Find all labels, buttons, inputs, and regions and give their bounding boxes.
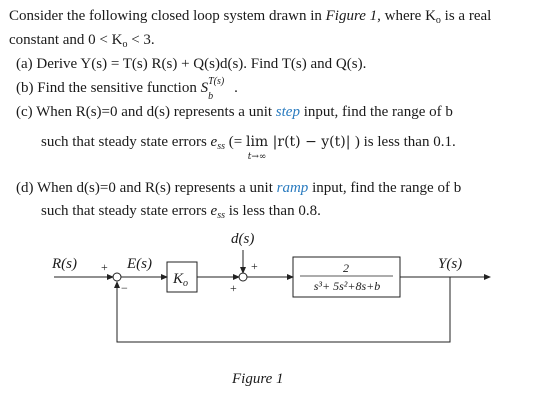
intro-constraint-end: < 3. — [127, 32, 155, 48]
output-label: Y(s) — [438, 256, 462, 272]
question-d: (d) When d(s)=0 and R(s) represents a un… — [16, 179, 461, 197]
feedback-arrowhead — [114, 281, 120, 288]
gain-symbol: Ko — [172, 271, 188, 289]
question-b-text: Find the sensitive function — [37, 80, 201, 96]
sensitivity-symbol: S — [200, 80, 209, 96]
input-label: R(s) — [51, 256, 77, 272]
question-d-end: is less than 0.8. — [225, 203, 321, 219]
intro-text-cont: , where K — [377, 8, 436, 24]
question-a-text: Derive Y(s) = T(s) R(s) + Q(s)d(s). Find… — [36, 56, 367, 72]
summing-junction-2 — [238, 272, 248, 282]
question-c-label: (c) — [16, 104, 33, 120]
intro-line-2: constant and 0 < Ko < 3. — [9, 31, 155, 54]
figure-caption: Figure 1 — [231, 371, 284, 387]
question-d-line2-text: such that steady state errors — [41, 203, 211, 219]
intro-text-tail: is a real — [440, 8, 492, 24]
question-a: (a) Derive Y(s) = T(s) R(s) + Q(s)d(s). … — [16, 55, 366, 73]
step-link[interactable]: step — [275, 104, 300, 120]
question-b-end: . — [234, 80, 238, 96]
question-c-line2-text: such that steady state errors — [41, 134, 211, 150]
limit-operator: lim t→∞ — [245, 133, 269, 162]
ess-subscript: ss — [217, 141, 225, 152]
ramp-link[interactable]: ramp — [276, 180, 309, 196]
question-c-line-2: such that steady state errors ess (= lim… — [41, 133, 456, 162]
k-subscript: o — [435, 15, 441, 26]
question-d-label: (d) — [16, 180, 34, 196]
disturbance-label: d(s) — [231, 231, 254, 247]
error-label: E(s) — [126, 256, 152, 272]
question-c: (c) When R(s)=0 and d(s) represents a un… — [16, 103, 453, 121]
lim-subscript: t→∞ — [247, 152, 267, 162]
question-c-text: When R(s)=0 and d(s) represents a unit — [36, 104, 276, 120]
sum2-plus-top: + — [251, 259, 258, 273]
intro-text: Consider the following closed loop syste… — [9, 8, 326, 24]
question-d-text-2: input, find the range of b — [308, 180, 462, 196]
sum1-minus-sign: − — [121, 281, 128, 295]
plant-numerator: 2 — [343, 261, 349, 275]
question-c-text-2: input, find the range of b — [299, 104, 453, 120]
sum2-plus-left: + — [230, 281, 237, 295]
question-a-label: (a) — [16, 56, 33, 72]
ess-symbol: e — [210, 134, 218, 150]
error-expression: |r(t) − y(t)| — [268, 134, 355, 150]
question-d-line-2: such that steady state errors ess is les… — [41, 202, 321, 225]
feedback-path — [116, 277, 451, 343]
summing-junction-1 — [112, 272, 122, 282]
k-subscript-2: o — [122, 39, 128, 50]
sensitivity-sup: T(s) — [208, 76, 225, 87]
ess-symbol-d: e — [210, 203, 218, 219]
sensitivity-sub: b — [208, 91, 214, 102]
intro-line-1: Consider the following closed loop syste… — [9, 7, 491, 30]
ess-subscript-d: ss — [217, 210, 225, 221]
question-d-text: When d(s)=0 and R(s) represents a unit — [36, 180, 277, 196]
question-c-end: ) is less than 0.1. — [354, 134, 456, 150]
question-b-label: (b) — [16, 80, 34, 96]
figure-reference: Figure 1 — [325, 8, 378, 24]
sum1-plus-sign: + — [101, 260, 108, 274]
lim-text: lim — [245, 134, 269, 150]
intro-constraint: constant and 0 < K — [9, 32, 123, 48]
plant-denominator: s³+ 5s²+8s+b — [314, 279, 381, 293]
eq-open: (= — [225, 134, 246, 150]
